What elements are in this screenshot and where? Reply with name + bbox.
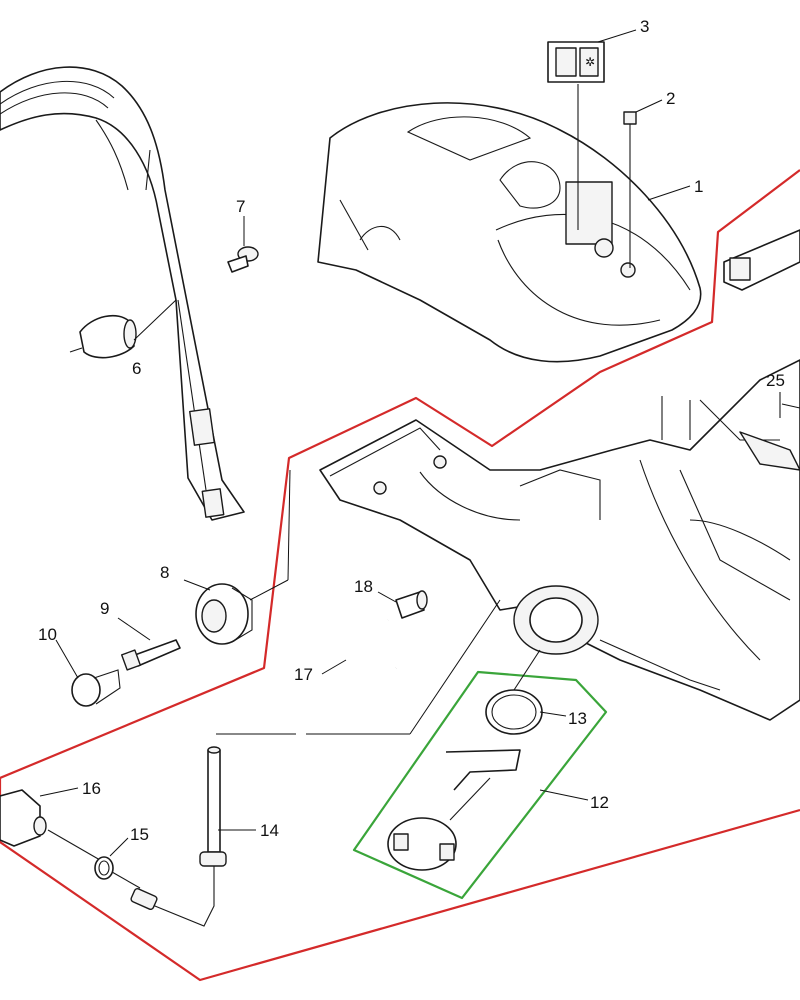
hose-part-17 [321, 618, 397, 682]
filter-part-16 [0, 787, 101, 861]
bolt-part-9 [117, 617, 181, 671]
cap-part-10 [55, 639, 121, 707]
decal-symbol-icon: ✲ [585, 55, 595, 69]
green-subassembly-boundary [352, 670, 608, 900]
pin-part-2 [623, 99, 663, 268]
right-top-clip [723, 229, 800, 291]
red-group-boundary [0, 169, 800, 982]
callout-13: 13 [568, 709, 587, 728]
callout-1: 1 [694, 177, 703, 196]
callout-8: 8 [160, 563, 169, 582]
grommet-part-8 [183, 469, 291, 645]
top-cover-part-1 [317, 102, 702, 363]
anti-vibration-mount-part-6 [69, 299, 177, 359]
part-25-detail [779, 392, 800, 418]
callout-12: 12 [590, 793, 609, 812]
fitting-part-18 [377, 590, 428, 619]
callout-2: 2 [666, 89, 675, 108]
callout-9: 9 [100, 599, 109, 618]
callout-labels: 1 2 3 6 7 8 9 10 12 13 14 15 16 17 18 25 [38, 17, 785, 844]
callout-10: 10 [38, 625, 57, 644]
callout-6: 6 [132, 359, 141, 378]
o-ring-part-15 [94, 837, 141, 889]
tube-part-14 [130, 599, 501, 927]
callout-25: 25 [766, 371, 785, 390]
callout-7: 7 [236, 197, 245, 216]
filler-subassembly-part-12 [387, 649, 589, 871]
callout-15: 15 [130, 825, 149, 844]
screw-part-7 [227, 216, 259, 273]
callout-14: 14 [260, 821, 279, 840]
callout-16: 16 [82, 779, 101, 798]
callout-17: 17 [294, 665, 313, 684]
callout-18: 18 [354, 577, 373, 596]
front-handle [0, 66, 245, 521]
crankcase-housing [319, 359, 800, 721]
decal-part-3: ✲ [547, 29, 637, 230]
callout-3: 3 [640, 17, 649, 36]
